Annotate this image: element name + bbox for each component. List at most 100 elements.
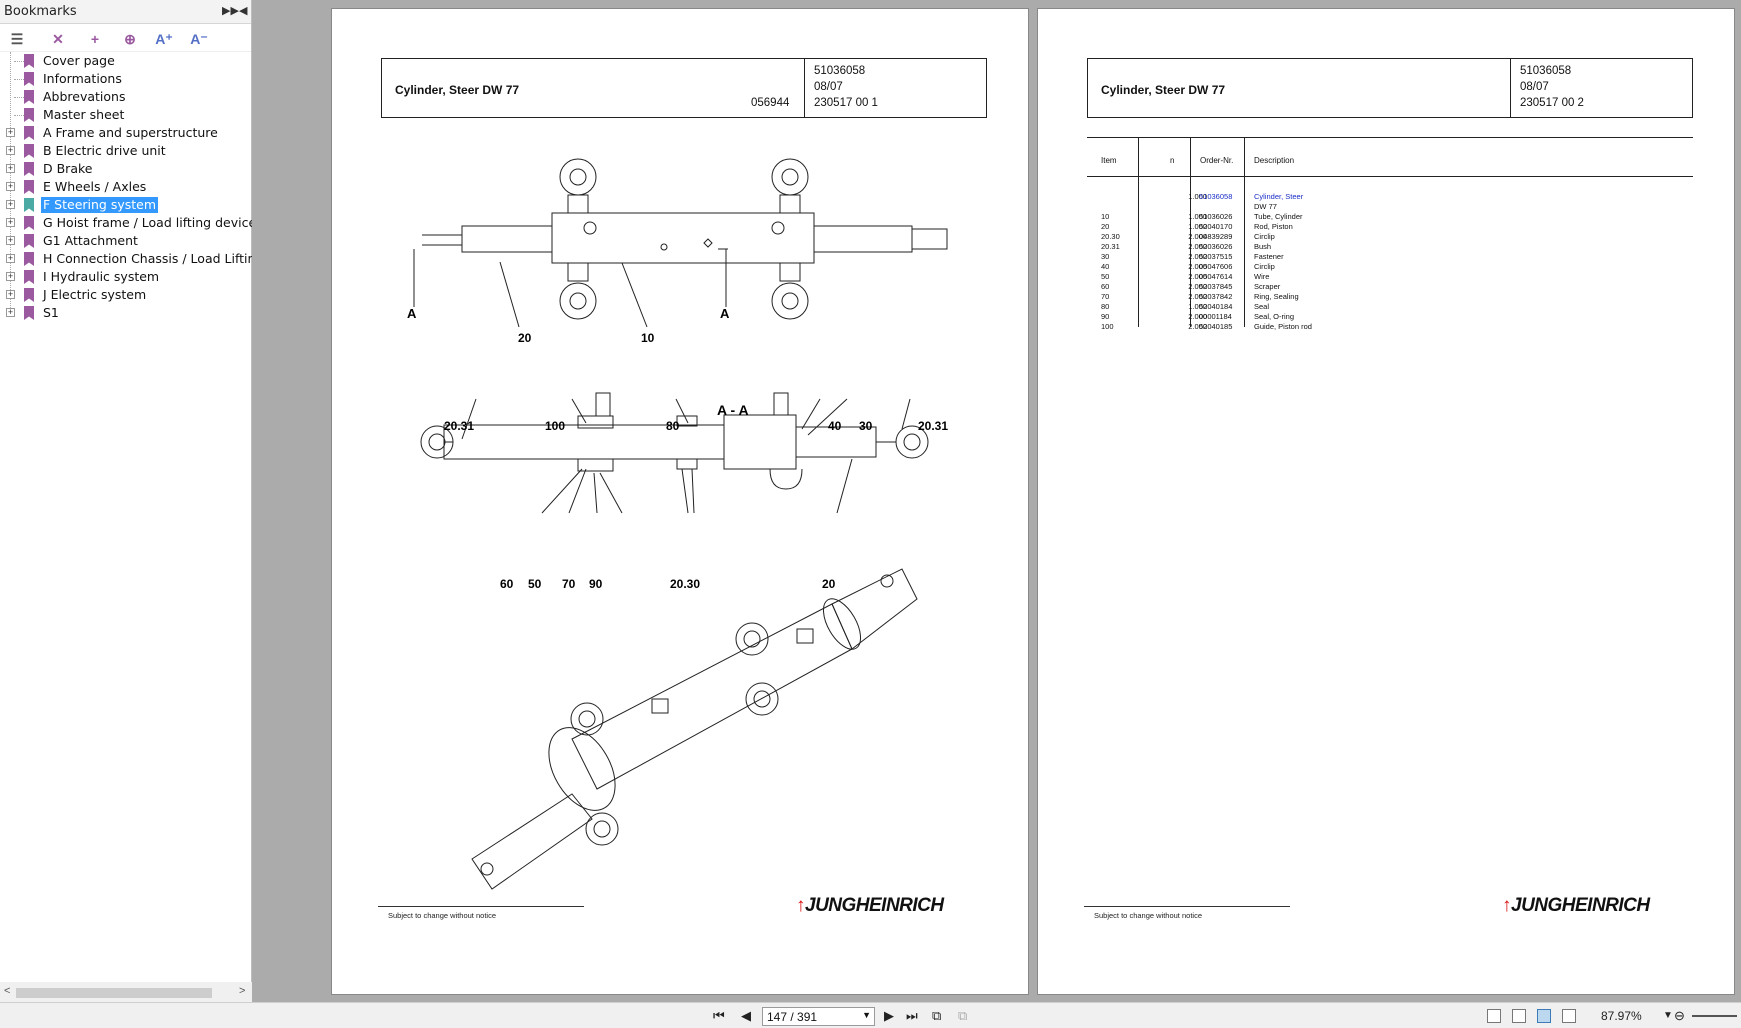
chevron-down-icon[interactable]: ▼ <box>862 1010 871 1020</box>
bookmark-label[interactable]: S1 <box>43 305 59 320</box>
expand-icon[interactable]: + <box>6 307 15 317</box>
bookmark-label[interactable]: G Hoist frame / Load lifting device <box>43 215 252 230</box>
bookmark-icon <box>24 198 34 212</box>
cell-order: 52037842 <box>1199 292 1233 301</box>
cell-description: Ring, Sealing <box>1254 292 1299 301</box>
expand-icon[interactable]: + <box>6 199 15 209</box>
decrease-font-icon[interactable]: A⁻ <box>190 31 208 47</box>
tree-connector <box>14 115 24 116</box>
bookmark-label[interactable]: I Hydraulic system <box>43 269 160 284</box>
expand-icon[interactable]: + <box>6 235 15 245</box>
bookmark-label[interactable]: J Electric system <box>43 287 147 302</box>
bookmark-item[interactable]: Master sheet <box>0 106 252 124</box>
panel-options-icon[interactable]: ▶▶ <box>222 5 239 17</box>
zoom-out-icon[interactable]: ⊖ <box>1674 1008 1685 1023</box>
scroll-thumb[interactable] <box>16 988 212 998</box>
expand-icon[interactable]: + <box>6 181 15 191</box>
bookmark-item[interactable]: + A Frame and superstructure <box>0 124 252 142</box>
expand-icon[interactable]: + <box>6 127 15 137</box>
cell-order: 52037845 <box>1199 282 1233 291</box>
bookmark-label[interactable]: E Wheels / Axles <box>43 179 147 194</box>
next-page-icon[interactable]: ▶ <box>884 1008 894 1023</box>
callout-20-top: 20 <box>518 331 532 345</box>
footer-note: Subject to change without notice <box>1094 911 1202 920</box>
cell-description: Bush <box>1254 242 1272 251</box>
bookmark-label[interactable]: Informations <box>43 71 122 86</box>
callout-10-top: 10 <box>641 331 655 345</box>
horizontal-scrollbar[interactable]: < > <box>0 982 252 1002</box>
scroll-left-icon[interactable]: < <box>4 985 11 997</box>
single-page-icon[interactable] <box>1487 1009 1501 1023</box>
bookmark-item[interactable]: + I Hydraulic system <box>0 268 252 286</box>
bookmark-icon <box>24 270 34 284</box>
zoom-level[interactable]: 87.97% <box>1601 1009 1642 1023</box>
cell-item: 20 <box>1101 222 1110 231</box>
add-bookmark-icon[interactable]: + <box>90 31 100 47</box>
cell-item: 70 <box>1101 292 1110 301</box>
cell-n: 2.000 <box>1188 282 1207 291</box>
increase-font-icon[interactable]: A⁺ <box>155 31 173 47</box>
expand-icon[interactable]: + <box>6 145 15 155</box>
col-order: Order-Nr. <box>1200 156 1234 165</box>
callout-2031-left: 20.31 <box>444 419 475 433</box>
bookmark-label[interactable]: Master sheet <box>43 107 125 122</box>
bookmark-item[interactable]: + F Steering system <box>0 196 252 214</box>
bookmark-item[interactable]: + G Hoist frame / Load lifting device <box>0 214 252 232</box>
bookmark-item[interactable]: + S1 <box>0 304 252 322</box>
bookmark-item[interactable]: + D Brake <box>0 160 252 178</box>
expand-icon[interactable]: + <box>6 163 15 173</box>
expand-icon[interactable]: + <box>6 253 15 263</box>
zoom-slider[interactable] <box>1692 1015 1737 1017</box>
bookmark-item[interactable]: + J Electric system <box>0 286 252 304</box>
bookmark-item[interactable]: + G1 Attachment <box>0 232 252 250</box>
previous-page-icon[interactable]: ◀ <box>741 1008 751 1023</box>
previous-view-icon[interactable]: ⧉ <box>932 1008 942 1023</box>
page-number-field[interactable]: 147 / 391 ▼ <box>762 1007 875 1026</box>
cell-n: 2.000 <box>1188 252 1207 261</box>
cell-description[interactable]: Cylinder, Steer <box>1254 192 1304 201</box>
cell-item: 100 <box>1101 322 1114 331</box>
bookmark-item[interactable]: Informations <box>0 70 252 88</box>
bookmark-item[interactable]: Abbrevations <box>0 88 252 106</box>
cell-order[interactable]: 51036058 <box>1199 192 1233 201</box>
scroll-right-icon[interactable]: > <box>239 985 246 997</box>
delete-bookmark-icon[interactable]: ✕ <box>52 31 64 47</box>
continuous-facing-icon[interactable] <box>1562 1009 1576 1023</box>
last-page-icon[interactable]: ⏭ <box>906 1008 918 1023</box>
first-page-icon[interactable]: ⏮ <box>713 1008 725 1023</box>
zoom-dropdown-icon[interactable]: ▼ <box>1663 1010 1673 1021</box>
expand-icon[interactable]: + <box>6 217 15 227</box>
cell-n: 2.000 <box>1188 262 1207 271</box>
bookmark-label[interactable]: H Connection Chassis / Load Lifting De <box>43 251 252 266</box>
expand-icon[interactable]: + <box>6 289 15 299</box>
facing-pages-icon[interactable] <box>1537 1009 1551 1023</box>
bookmark-label[interactable]: Abbrevations <box>43 89 126 104</box>
bookmark-label[interactable]: Cover page <box>43 53 115 68</box>
bookmark-item[interactable]: + H Connection Chassis / Load Lifting De <box>0 250 252 268</box>
navigation-bar: ⏮ ◀ 147 / 391 ▼ ▶ ⏭ ⧉ ⧉ 87.97% ▼ ⊖ <box>0 1002 1741 1028</box>
tree-connector <box>14 79 24 80</box>
collapse-panel-icon[interactable]: ◀ <box>239 5 248 17</box>
callout-90: 90 <box>589 577 603 591</box>
bookmark-item[interactable]: + B Electric drive unit <box>0 142 252 160</box>
bookmark-options-icon[interactable]: ☰ <box>10 31 24 47</box>
continuous-page-icon[interactable] <box>1512 1009 1526 1023</box>
bookmark-label[interactable]: D Brake <box>43 161 93 176</box>
title-block: Cylinder, Steer DW 77 056944 51036058 08… <box>381 58 987 118</box>
cell-order: 05047614 <box>1199 272 1233 281</box>
bookmark-label[interactable]: G1 Attachment <box>43 233 138 248</box>
bookmark-item[interactable]: Cover page <box>0 52 252 70</box>
bookmark-label[interactable]: F Steering system <box>41 197 159 213</box>
bookmark-label[interactable]: A Frame and superstructure <box>43 125 218 140</box>
top-view-cylinder <box>413 158 948 328</box>
expand-bookmark-icon[interactable]: ⊕ <box>124 31 136 47</box>
bookmark-label[interactable]: B Electric drive unit <box>43 143 166 158</box>
expand-icon[interactable]: + <box>6 271 15 281</box>
sheet-number: 230517 00 2 <box>1520 97 1584 109</box>
next-view-icon[interactable]: ⧉ <box>958 1008 968 1023</box>
bookmark-item[interactable]: + E Wheels / Axles <box>0 178 252 196</box>
